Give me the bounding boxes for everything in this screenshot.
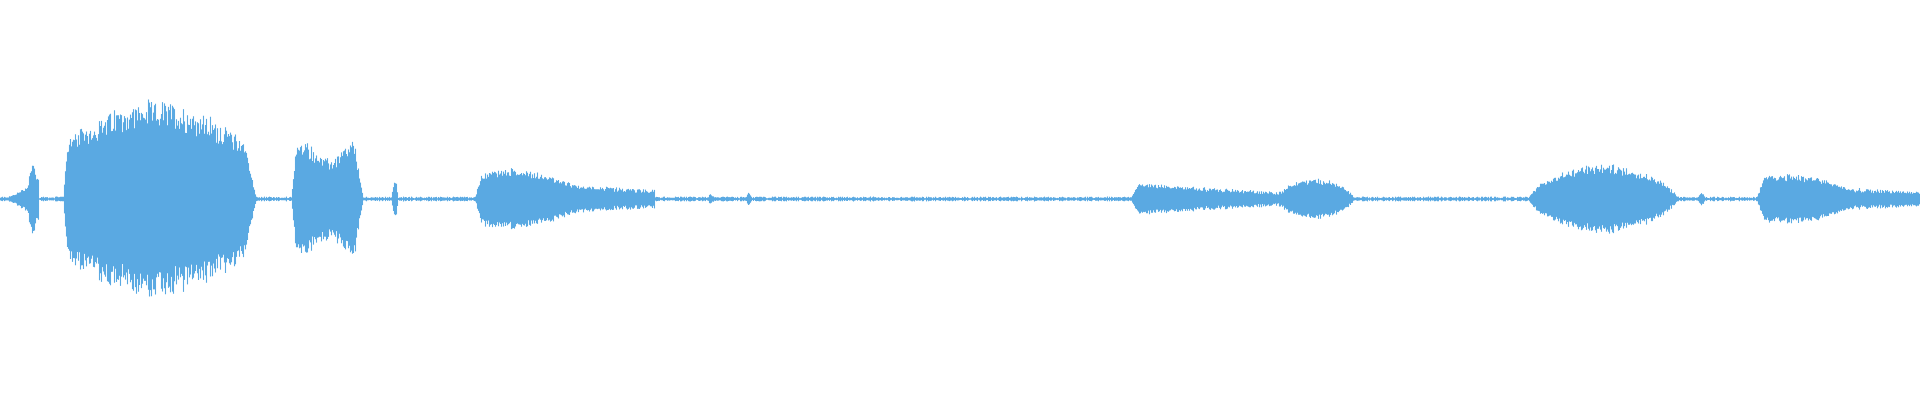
waveform-trace xyxy=(0,99,1920,297)
waveform-samples xyxy=(0,99,1920,297)
